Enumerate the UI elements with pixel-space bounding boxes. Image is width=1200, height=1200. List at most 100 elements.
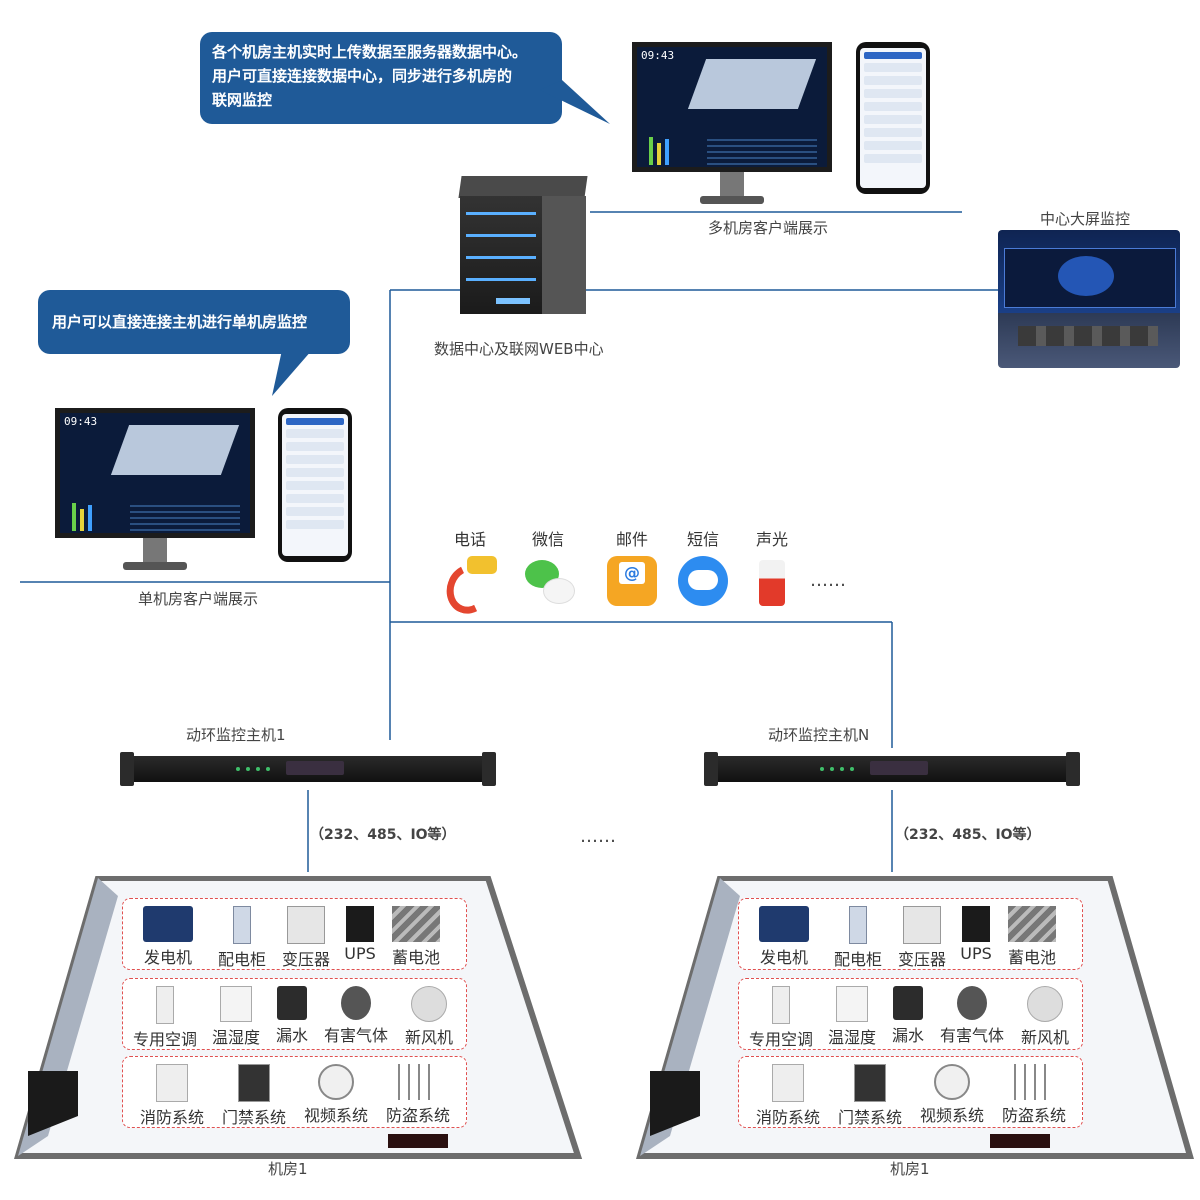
battery-label: 蓄电池: [391, 948, 440, 967]
harmful-gas-item: 有害气体: [316, 986, 396, 1046]
temp-humidity-item: 温湿度: [822, 986, 882, 1048]
host1-device: [120, 752, 496, 786]
access-control-label: 门禁系统: [221, 1108, 286, 1127]
fire-system-label: 消防系统: [755, 1108, 820, 1127]
ups-item: UPS: [954, 906, 998, 963]
generator-label: 发电机: [759, 948, 808, 967]
host1-label: 动环监控主机1: [186, 726, 286, 744]
precision-ac-label: 专用空调: [132, 1030, 197, 1049]
distribution-cabinet-item: 配电柜: [212, 906, 272, 970]
big-screen-image: [998, 230, 1180, 368]
generator-item: 发电机: [754, 906, 814, 968]
bubble-top-line3: 联网监控: [212, 91, 273, 109]
single-client-label: 单机房客户端展示: [138, 590, 259, 608]
water-leak-item: 漏水: [270, 986, 314, 1046]
precision-ac-icon: [772, 986, 790, 1024]
camera-icon: [318, 1064, 354, 1100]
screen-clock: 09:43: [641, 49, 675, 62]
harmful-gas-label: 有害气体: [939, 1026, 1004, 1045]
monitor-screen: 09:43: [55, 408, 255, 538]
room-right: 发电机 配电柜 变压器 UPS 蓄电池 专用空调 温湿度 漏水 有害气体 新风机…: [630, 876, 1200, 1176]
alert-sms: 短信: [675, 526, 731, 606]
water-leak-icon: [893, 986, 923, 1020]
video-system-item: 视频系统: [912, 1064, 992, 1126]
protocol-label-1: （232、485、IO等）: [310, 827, 456, 843]
fresh-air-label: 新风机: [404, 1028, 453, 1047]
battery-label: 蓄电池: [1007, 948, 1056, 967]
alert-wechat: 微信: [520, 526, 576, 606]
anti-theft-item: 防盗系统: [994, 1064, 1074, 1126]
big-screen-label: 中心大屏监控: [1040, 210, 1131, 228]
fire-system-label: 消防系统: [139, 1108, 204, 1127]
temp-humidity-item: 温湿度: [206, 986, 266, 1048]
single-room-phone: [278, 408, 352, 562]
access-control-item: 门禁系统: [214, 1064, 294, 1128]
multi-room-monitor: 09:43: [632, 42, 832, 212]
water-leak-label: 漏水: [275, 1026, 308, 1045]
bubble-top-line2: 用户可直接连接数据中心，同步进行多机房的: [212, 67, 513, 85]
bubble-left-tail: [272, 350, 312, 396]
alert-phone: 电话: [439, 526, 499, 621]
water-leak-item: 漏水: [886, 986, 930, 1046]
ups-item: UPS: [338, 906, 382, 963]
transformer-icon: [287, 906, 325, 944]
camera-icon: [934, 1064, 970, 1100]
wechat-icon: [523, 556, 575, 606]
temp-humidity-icon: [220, 986, 252, 1022]
transformer-icon: [903, 906, 941, 944]
room-left-label: 机房1: [268, 1160, 308, 1178]
harmful-gas-icon: [341, 986, 371, 1020]
water-leak-icon: [277, 986, 307, 1020]
transformer-item: 变压器: [892, 906, 952, 970]
sms-icon: [678, 556, 728, 606]
fresh-air-icon: [1027, 986, 1063, 1022]
generator-icon: [143, 906, 193, 942]
access-control-icon: [854, 1064, 886, 1102]
video-system-label: 视频系统: [303, 1106, 368, 1125]
distribution-cabinet-icon: [849, 906, 867, 944]
access-control-item: 门禁系统: [830, 1064, 910, 1128]
access-control-label: 门禁系统: [837, 1108, 902, 1127]
battery-icon: [1008, 906, 1056, 942]
harmful-gas-item: 有害气体: [932, 986, 1012, 1046]
harmful-gas-label: 有害气体: [323, 1026, 388, 1045]
fresh-air-icon: [411, 986, 447, 1022]
temp-humidity-label: 温湿度: [827, 1028, 876, 1047]
middle-dots: ……: [580, 826, 616, 847]
alert-mail: 邮件 @: [604, 526, 660, 606]
speech-bubble-top: 各个机房主机实时上传数据至服务器数据中心。 用户可直接连接数据中心，同步进行多机…: [200, 32, 562, 124]
monitor-screen: 09:43: [632, 42, 832, 172]
generator-item: 发电机: [138, 906, 198, 968]
precision-ac-item: 专用空调: [744, 986, 818, 1050]
hostN-label: 动环监控主机N: [768, 726, 870, 744]
battery-item: 蓄电池: [388, 906, 444, 968]
server-icon: [458, 176, 588, 326]
data-center-label: 数据中心及联网WEB中心: [434, 340, 604, 358]
generator-icon: [759, 906, 809, 942]
video-system-label: 视频系统: [919, 1106, 984, 1125]
bubble-top-tail: [540, 80, 610, 124]
temp-humidity-label: 温湿度: [211, 1028, 260, 1047]
alert-more: ……: [810, 570, 846, 591]
distribution-cabinet-item: 配电柜: [828, 906, 888, 970]
temp-humidity-icon: [836, 986, 868, 1022]
room-right-label: 机房1: [890, 1160, 930, 1178]
speech-bubble-left: 用户可以直接连接主机进行单机房监控: [38, 290, 350, 354]
harmful-gas-icon: [957, 986, 987, 1020]
alert-siren-label: 声光: [755, 530, 788, 549]
precision-ac-icon: [156, 986, 174, 1024]
ups-icon: [346, 906, 374, 942]
alert-wechat-label: 微信: [531, 530, 564, 549]
fire-system-item: 消防系统: [748, 1064, 828, 1128]
transformer-label: 变压器: [281, 950, 330, 969]
alert-siren: 声光: [744, 526, 800, 606]
fire-system-icon: [156, 1064, 188, 1102]
screen-clock: 09:43: [64, 415, 98, 428]
protocol-label-2: （232、485、IO等）: [895, 827, 1041, 843]
alert-mail-label: 邮件: [615, 530, 648, 549]
precision-ac-item: 专用空调: [128, 986, 202, 1050]
ups-icon: [962, 906, 990, 942]
room-left: 发电机 配电柜 变压器 UPS 蓄电池 专用空调 温湿度 漏水 有害气体 新风机…: [8, 876, 588, 1176]
ups-label: UPS: [344, 944, 376, 963]
